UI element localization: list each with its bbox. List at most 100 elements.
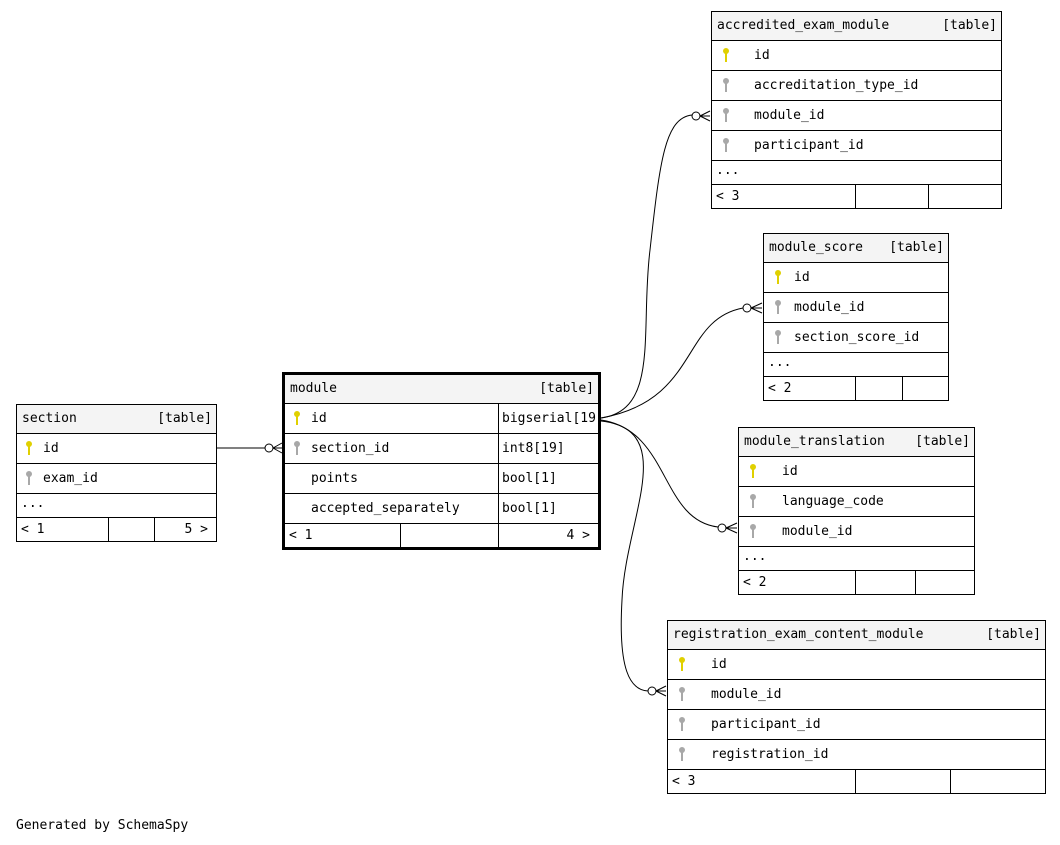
parent-count: < 3 xyxy=(672,774,696,789)
table-module[interactable]: module [table] id bigserial[19 section_i… xyxy=(282,372,601,550)
table-footer: < 2 xyxy=(764,376,948,400)
table-header: module [table] xyxy=(285,375,598,403)
crowfoot-marker xyxy=(699,110,711,122)
primary-key-icon xyxy=(26,441,32,455)
table-header: module_score [table] xyxy=(764,234,948,262)
column-row: module_id xyxy=(764,292,948,322)
column-name: section_id xyxy=(311,441,390,456)
table-type: [table] xyxy=(889,240,944,255)
table-footer: < 3 xyxy=(712,184,1001,208)
column-name: id xyxy=(782,464,798,479)
column-name: points xyxy=(311,471,358,486)
table-header: accredited_exam_module [table] xyxy=(712,12,1001,40)
column-name: id xyxy=(711,657,727,672)
foreign-key-icon xyxy=(750,494,756,508)
parent-count: < 2 xyxy=(768,381,792,396)
foreign-key-icon xyxy=(723,138,729,152)
zero-marker xyxy=(742,303,752,313)
foreign-key-icon xyxy=(294,441,300,455)
table-name: module_translation xyxy=(744,434,885,449)
foreign-key-icon xyxy=(723,108,729,122)
column-row: accreditation_type_id xyxy=(712,70,1001,100)
column-name: accreditation_type_id xyxy=(754,78,919,93)
foreign-key-icon xyxy=(723,78,729,92)
column-row: id bigserial[19 xyxy=(285,403,598,433)
zero-marker xyxy=(691,111,701,121)
table-type: [table] xyxy=(942,18,997,33)
table-footer: < 2 xyxy=(739,570,974,594)
column-name: exam_id xyxy=(43,471,98,486)
table-name: module xyxy=(290,381,337,396)
column-row: module_id xyxy=(739,516,974,546)
primary-key-icon xyxy=(294,411,300,425)
child-count: 5 > xyxy=(184,522,208,537)
column-type: bool[1] xyxy=(498,494,557,523)
column-row: id xyxy=(17,433,216,463)
column-row: participant_id xyxy=(712,130,1001,160)
column-row: points bool[1] xyxy=(285,463,598,493)
parent-count: < 1 xyxy=(289,528,313,543)
zero-marker xyxy=(717,523,727,533)
foreign-key-icon xyxy=(750,524,756,538)
crowfoot-marker xyxy=(750,302,763,314)
table-name: accredited_exam_module xyxy=(717,18,890,33)
foreign-key-icon xyxy=(679,717,685,731)
table-module-translation[interactable]: module_translation [table] id language_c… xyxy=(738,427,975,595)
parent-count: < 2 xyxy=(743,575,767,590)
more-columns: ... xyxy=(764,352,948,376)
column-row: language_code xyxy=(739,486,974,516)
crowfoot-marker xyxy=(725,522,738,534)
column-name: id xyxy=(311,411,327,426)
column-type: int8[19] xyxy=(498,434,565,463)
edge-module-score xyxy=(600,307,744,419)
table-name: module_score xyxy=(769,240,863,255)
column-name: participant_id xyxy=(711,717,821,732)
table-module-score[interactable]: module_score [table] id module_id sectio… xyxy=(763,233,949,401)
crowfoot-marker xyxy=(655,685,667,697)
zero-marker xyxy=(264,443,274,453)
column-row: exam_id xyxy=(17,463,216,493)
primary-key-icon xyxy=(775,270,781,284)
column-name: section_score_id xyxy=(794,330,920,345)
column-row: accepted_separately bool[1] xyxy=(285,493,598,523)
edge-module-registration xyxy=(600,420,649,692)
column-name: language_code xyxy=(782,494,884,509)
column-type: bool[1] xyxy=(498,464,557,493)
primary-key-icon xyxy=(750,464,756,478)
table-section[interactable]: section [table] id exam_id ... < 1 5 > xyxy=(16,404,217,542)
column-name: module_id xyxy=(754,108,825,123)
table-header: registration_exam_content_module [table] xyxy=(668,621,1045,649)
foreign-key-icon xyxy=(775,300,781,314)
column-type: bigserial[19 xyxy=(498,404,596,433)
primary-key-icon xyxy=(679,657,685,671)
table-footer: < 3 xyxy=(668,769,1045,793)
parent-count: < 3 xyxy=(716,189,740,204)
column-name: module_id xyxy=(711,687,782,702)
foreign-key-icon xyxy=(679,687,685,701)
column-row: id xyxy=(668,649,1045,679)
table-type: [table] xyxy=(986,627,1041,642)
edge-module-accredited xyxy=(600,114,693,419)
column-name: id xyxy=(754,48,770,63)
parent-count: < 1 xyxy=(21,522,45,537)
table-type: [table] xyxy=(915,434,970,449)
column-row: participant_id xyxy=(668,709,1045,739)
foreign-key-icon xyxy=(679,747,685,761)
more-columns: ... xyxy=(739,546,974,570)
table-name: section xyxy=(22,411,77,426)
generated-by-label: Generated by SchemaSpy xyxy=(16,818,189,833)
column-row: module_id xyxy=(712,100,1001,130)
table-accredited-exam-module[interactable]: accredited_exam_module [table] id accred… xyxy=(711,11,1002,209)
column-name: participant_id xyxy=(754,138,864,153)
column-row: id xyxy=(764,262,948,292)
table-registration-exam-content-module[interactable]: registration_exam_content_module [table]… xyxy=(667,620,1046,794)
column-row: id xyxy=(739,456,974,486)
foreign-key-icon xyxy=(775,330,781,344)
column-row: registration_id xyxy=(668,739,1045,769)
column-name: accepted_separately xyxy=(311,501,460,516)
table-footer: < 1 5 > xyxy=(17,517,216,541)
column-name: registration_id xyxy=(711,747,829,762)
column-name: id xyxy=(794,270,810,285)
column-row: section_score_id xyxy=(764,322,948,352)
